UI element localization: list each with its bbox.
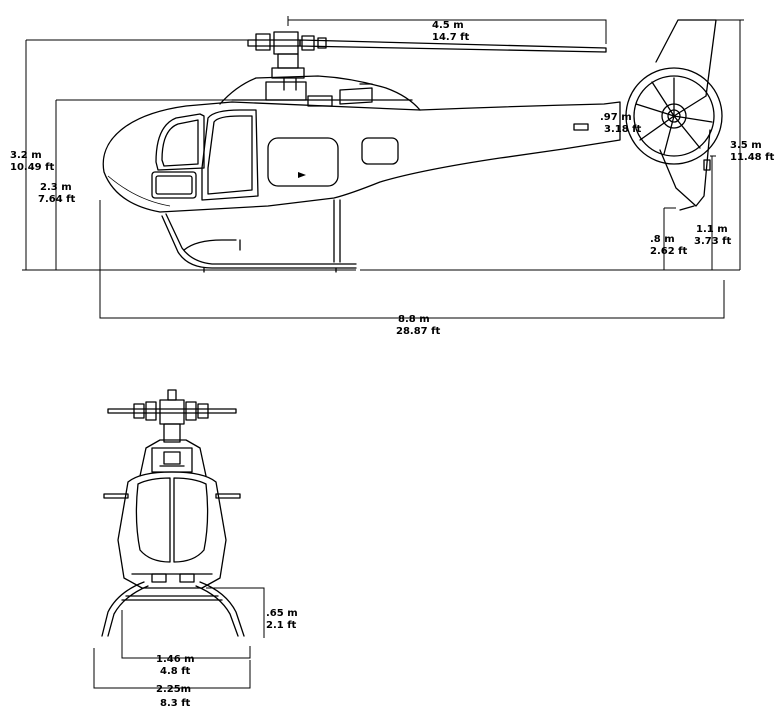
height-overall-metric: 3.2 m: [10, 150, 42, 161]
overall-width-imperial: 8.3 ft: [160, 698, 191, 709]
fin-clearance-metric: 1.1 m: [696, 224, 728, 235]
fenestron: [625, 67, 723, 165]
front-landing-gear: [101, 581, 245, 637]
rotor-diameter-metric: 4.5 m: [432, 20, 464, 31]
skid-track-imperial: 4.8 ft: [160, 666, 191, 677]
side-view: 4.5 m 14.7 ft 3.2 m 10.49 ft 2.3 m 7.64 …: [10, 16, 774, 337]
skid-track-metric: 1.46 m: [156, 654, 195, 665]
tail-height-metric: 3.5 m: [730, 140, 762, 151]
rear-window: [361, 137, 399, 165]
side-dimension-lines: [22, 16, 744, 319]
fenestron-diameter-imperial: 3.18 ft: [604, 124, 642, 135]
overall-length-metric: 8.8 m: [398, 314, 430, 325]
cabin-height-metric: 2.3 m: [40, 182, 72, 193]
front-cowling: [139, 439, 207, 477]
front-view: .65 m 2.1 ft 1.46 m 4.8 ft 2.25m 8.3 ft: [93, 389, 298, 709]
rotor-diameter-imperial: 14.7 ft: [432, 32, 470, 43]
skid-height-imperial: 2.1 ft: [266, 620, 297, 631]
tail-clearance-imperial: 2.62 ft: [650, 246, 688, 257]
main-rotor: [247, 31, 607, 91]
tail-height-imperial: 11.48 ft: [730, 152, 774, 163]
fin-clearance-imperial: 3.73 ft: [694, 236, 732, 247]
front-cabin: [103, 471, 241, 589]
front-rotor: [107, 389, 237, 443]
overall-length-imperial: 28.87 ft: [396, 326, 440, 337]
height-overall-imperial: 10.49 ft: [10, 162, 54, 173]
cabin-height-imperial: 7.64 ft: [38, 194, 76, 205]
vertical-fin: [655, 19, 717, 211]
tail-clearance-metric: .8 m: [650, 234, 675, 245]
engine-cowling: [219, 75, 421, 111]
overall-width-metric: 2.25m: [156, 684, 191, 695]
skid-height-metric: .65 m: [266, 608, 298, 619]
fenestron-diameter-metric: .97 m: [600, 112, 632, 123]
front-dimension-lines: [93, 587, 265, 689]
cabin-window: [267, 137, 339, 187]
fuselage: [102, 101, 621, 213]
cabin-window-marker: [298, 172, 306, 178]
side-landing-gear: [161, 199, 357, 273]
cockpit-windows: [151, 109, 259, 201]
